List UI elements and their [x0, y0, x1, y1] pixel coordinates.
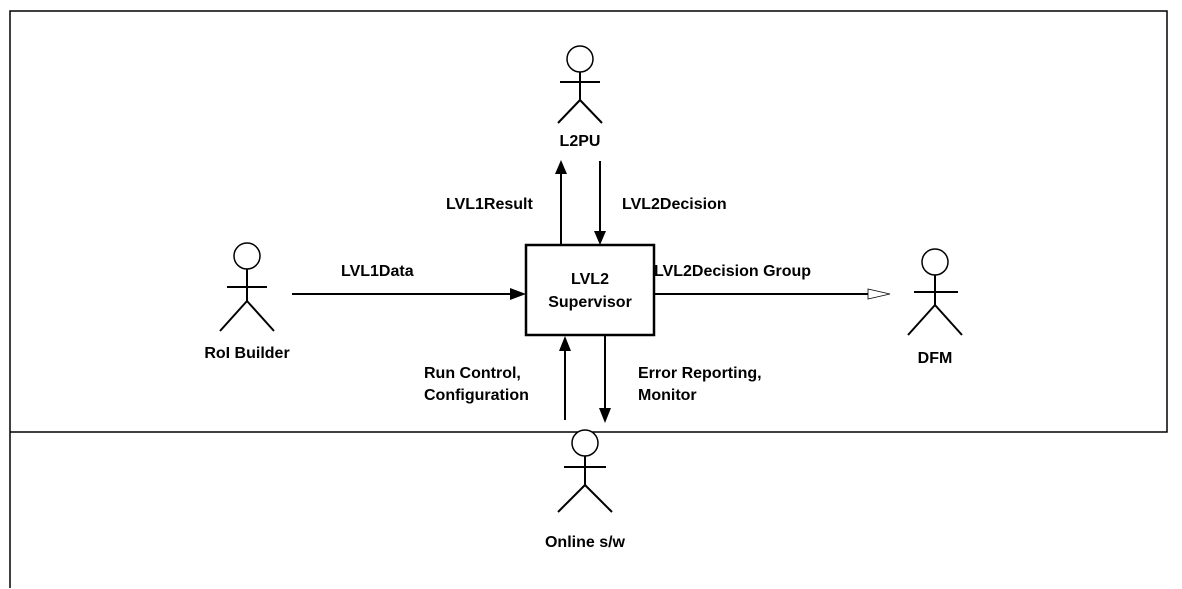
arrow-lvl2-decision-head [594, 231, 606, 245]
supervisor-rect [524, 243, 656, 337]
actor-l2pu-label: L2PU [560, 133, 601, 150]
actor-roi-builder: RoI Builder [204, 242, 290, 362]
flow-lvl2-decision-group: LVL2Decision Group [654, 263, 891, 300]
actor-dfm-head [921, 248, 949, 276]
flow-run-control: Run Control, Configuration [424, 336, 571, 420]
label-error-reporting-line1: Error Reporting, [638, 365, 762, 382]
label-lvl1-data: LVL1Data [341, 263, 414, 280]
lvl2-supervisor-box: LVL2 Supervisor [524, 243, 656, 337]
actor-roi-builder-leg-left [219, 300, 248, 332]
supervisor-label-line1: LVL2 [571, 271, 609, 288]
actor-dfm-leg-left [907, 304, 936, 336]
arrow-lvl1-data-head [510, 288, 526, 300]
actor-dfm: DFM [907, 248, 963, 367]
actor-dfm-leg-right [934, 304, 963, 336]
arrow-error-reporting-head [599, 408, 611, 423]
actor-roi-builder-leg-right [246, 300, 275, 332]
actor-online-sw-leg-right [584, 484, 613, 513]
arrow-lvl2-decision-group-head [867, 288, 891, 300]
diagram-frame [9, 10, 1168, 588]
label-lvl1-result: LVL1Result [446, 196, 534, 213]
supervisor-label-line2: Supervisor [548, 294, 632, 311]
actor-l2pu: L2PU [557, 45, 603, 150]
arrow-lvl1-result-head [555, 160, 567, 174]
flow-lvl2-decision: LVL2Decision [594, 161, 727, 245]
actor-l2pu-leg-left [557, 99, 581, 124]
flow-lvl1-data: LVL1Data [292, 263, 526, 300]
label-run-control-line1: Run Control, [424, 365, 521, 382]
actor-l2pu-leg-right [579, 99, 603, 124]
actor-online-sw-label: Online s/w [545, 534, 626, 551]
flow-error-reporting: Error Reporting, Monitor [599, 336, 762, 423]
actor-online-sw-head [571, 429, 599, 457]
label-run-control-line2: Configuration [424, 387, 529, 404]
actor-online-sw-leg-left [557, 484, 586, 513]
actor-roi-builder-head [233, 242, 261, 270]
label-lvl2-decision: LVL2Decision [622, 196, 727, 213]
arrow-run-control-head [559, 336, 571, 351]
actor-l2pu-head [566, 45, 594, 73]
label-error-reporting-line2: Monitor [638, 387, 697, 404]
actor-roi-builder-label: RoI Builder [204, 345, 289, 362]
actor-dfm-label: DFM [918, 350, 953, 367]
actor-online-sw: Online s/w [545, 429, 626, 551]
label-lvl2-decision-group: LVL2Decision Group [654, 263, 811, 280]
flow-lvl1-result: LVL1Result [446, 160, 567, 245]
